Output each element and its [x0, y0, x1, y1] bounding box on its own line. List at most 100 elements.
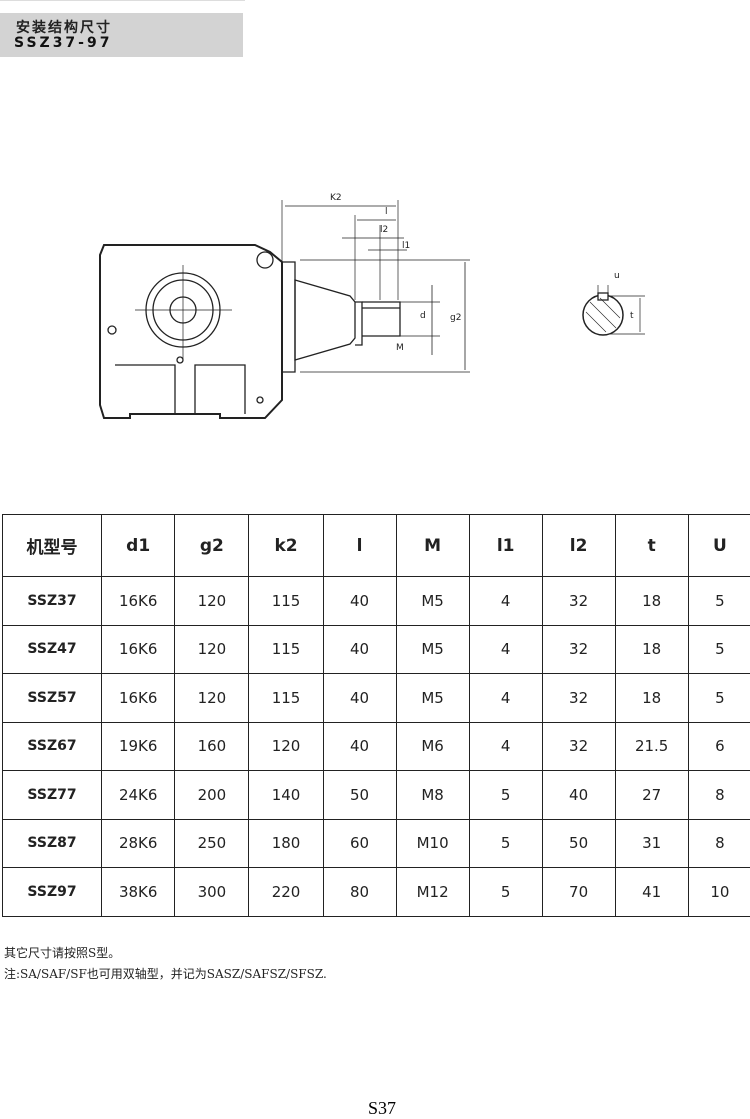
column-header: d1: [101, 514, 176, 577]
value-cell: 16K6: [101, 624, 176, 674]
column-header: l: [322, 514, 397, 577]
value-cell: M5: [395, 576, 470, 626]
label-u: u: [614, 271, 620, 281]
value-cell: 120: [174, 576, 250, 626]
value-cell: 24K6: [101, 770, 176, 820]
column-header: l1: [468, 514, 543, 577]
value-cell: 16K6: [101, 673, 176, 723]
value-cell: 10: [687, 867, 750, 917]
value-cell: 19K6: [101, 721, 176, 771]
value-cell: 140: [248, 770, 324, 820]
value-cell: 300: [174, 867, 250, 917]
value-cell: 21.5: [614, 721, 689, 771]
value-cell: 40: [322, 576, 397, 626]
value-cell: M12: [395, 867, 470, 917]
label-t: t: [630, 311, 634, 321]
value-cell: 115: [248, 576, 324, 626]
label-l1: l1: [402, 241, 410, 251]
column-header: k2: [248, 514, 324, 577]
model-cell: SSZ97: [1, 867, 103, 917]
value-cell: 4: [468, 721, 543, 771]
value-cell: 8: [687, 818, 750, 868]
value-cell: 115: [248, 624, 324, 674]
value-cell: 5: [468, 818, 543, 868]
page-number: S37: [368, 1098, 397, 1118]
label-l: l: [385, 207, 388, 217]
value-cell: 120: [248, 721, 324, 771]
label-d: d: [420, 311, 426, 321]
note-2: 注:SA/SAF/SF也可用双轴型，并记为SASZ/SAFSZ/SFSZ.: [4, 967, 327, 981]
value-cell: 31: [614, 818, 689, 868]
value-cell: 40: [322, 673, 397, 723]
value-cell: M6: [395, 721, 470, 771]
label-k2: K2: [330, 193, 342, 203]
value-cell: 8: [687, 770, 750, 820]
label-l2: l2: [380, 225, 388, 235]
value-cell: 160: [174, 721, 250, 771]
value-cell: 40: [541, 770, 616, 820]
value-cell: 115: [248, 673, 324, 723]
value-cell: 250: [174, 818, 250, 868]
value-cell: 4: [468, 673, 543, 723]
value-cell: 40: [322, 721, 397, 771]
model-cell: SSZ77: [1, 770, 103, 820]
column-header: t: [614, 514, 689, 577]
note-1: 其它尺寸请按照S型。: [4, 946, 121, 960]
value-cell: 5: [687, 673, 750, 723]
label-g2: g2: [450, 313, 461, 323]
value-cell: 80: [322, 867, 397, 917]
section-title: 安装结构尺寸: [16, 20, 112, 36]
value-cell: 27: [614, 770, 689, 820]
value-cell: 4: [468, 624, 543, 674]
value-cell: 5: [687, 576, 750, 626]
label-m: M: [396, 343, 404, 353]
value-cell: 32: [541, 673, 616, 723]
value-cell: 5: [468, 770, 543, 820]
model-cell: SSZ37: [1, 576, 103, 626]
column-header: g2: [174, 514, 250, 577]
value-cell: 38K6: [101, 867, 176, 917]
value-cell: 32: [541, 576, 616, 626]
column-header: M: [395, 514, 470, 577]
value-cell: M5: [395, 624, 470, 674]
value-cell: 32: [541, 624, 616, 674]
value-cell: 41: [614, 867, 689, 917]
value-cell: 40: [322, 624, 397, 674]
model-cell: SSZ67: [1, 721, 103, 771]
column-header: 机型号: [1, 514, 103, 577]
value-cell: 18: [614, 673, 689, 723]
value-cell: M5: [395, 673, 470, 723]
title-box: 安装结构尺寸 SSZ37-97: [0, 13, 243, 57]
value-cell: M10: [395, 818, 470, 868]
top-rule: [0, 0, 245, 1]
value-cell: 120: [174, 624, 250, 674]
value-cell: M8: [395, 770, 470, 820]
gearbox-drawing: K2 l l2 l1 d g2 M u t: [99, 193, 645, 419]
value-cell: 18: [614, 576, 689, 626]
value-cell: 6: [687, 721, 750, 771]
value-cell: 50: [541, 818, 616, 868]
model-cell: SSZ47: [1, 624, 103, 674]
value-cell: 220: [248, 867, 324, 917]
model-cell: SSZ57: [1, 673, 103, 723]
value-cell: 5: [468, 867, 543, 917]
value-cell: 18: [614, 624, 689, 674]
column-header: l2: [541, 514, 616, 577]
model-cell: SSZ87: [1, 818, 103, 868]
value-cell: 50: [322, 770, 397, 820]
model-range: SSZ37-97: [14, 35, 113, 51]
value-cell: 16K6: [101, 576, 176, 626]
value-cell: 70: [541, 867, 616, 917]
value-cell: 120: [174, 673, 250, 723]
column-header: U: [687, 514, 750, 577]
value-cell: 32: [541, 721, 616, 771]
value-cell: 60: [322, 818, 397, 868]
